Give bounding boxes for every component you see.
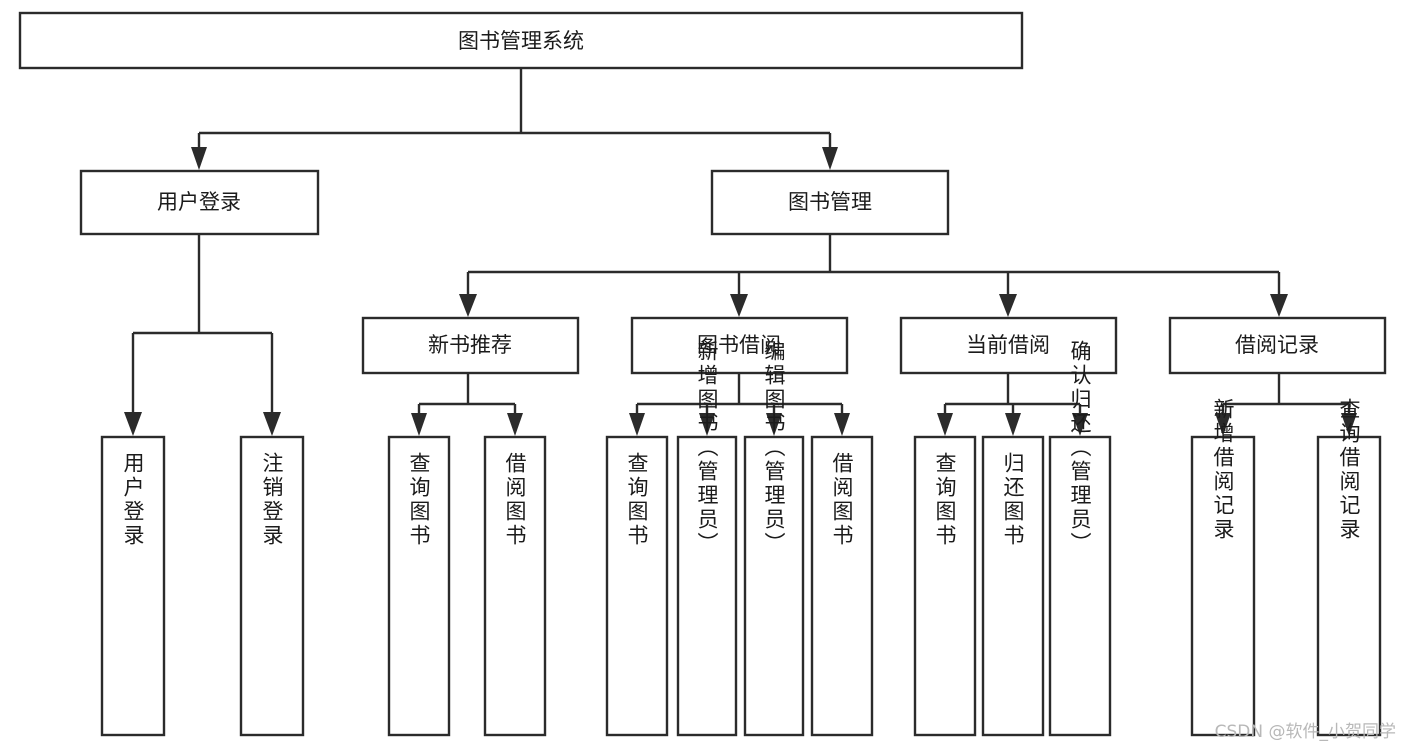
- arrowhead-leaf-add-record: [1215, 413, 1231, 436]
- node-leaf-logout[interactable]: 注销登录: [239, 435, 305, 737]
- node-current-borrow-box[interactable]: [899, 316, 1118, 375]
- node-user-login-box[interactable]: [79, 169, 320, 236]
- node-leaf-query-record-box[interactable]: [1316, 435, 1382, 737]
- connector-layer: [124, 68, 1357, 436]
- arrowhead-leaf-query-record: [1341, 413, 1357, 436]
- node-borrow-record-label: 借阅记录: [1235, 333, 1319, 357]
- node-leaf-user-login[interactable]: 用户登录: [100, 435, 166, 737]
- node-root-label: 图书管理系统: [458, 29, 584, 53]
- node-book-borrow-box[interactable]: [630, 316, 849, 375]
- node-leaf-logout-label: 注销登录: [260, 452, 284, 548]
- node-current-borrow[interactable]: 当前借阅: [899, 316, 1118, 375]
- node-new-book-rec[interactable]: 新书推荐: [361, 316, 580, 375]
- arrowhead-borrow-record: [1270, 294, 1288, 317]
- node-leaf-return-book-label: 归还图书: [1001, 452, 1025, 548]
- arrowhead-leaf-borrow-book-2: [834, 413, 850, 436]
- node-new-book-rec-label: 新书推荐: [428, 333, 512, 357]
- arrowhead-book-borrow: [730, 294, 748, 317]
- node-book-borrow-label: 图书借阅: [697, 333, 781, 357]
- watermark: CSDN @软件_小贺同学: [1215, 722, 1396, 742]
- node-root-box[interactable]: [18, 11, 1024, 70]
- node-leaf-add-record-box[interactable]: [1190, 435, 1256, 737]
- node-leaf-query-book-3[interactable]: 查询图书: [913, 435, 977, 737]
- node-book-manage-label: 图书管理: [788, 190, 872, 214]
- node-leaf-borrow-book-2-label: 借阅图书: [830, 452, 854, 548]
- node-book-borrow[interactable]: 图书借阅: [630, 316, 849, 375]
- arrowhead-leaf-query-book-3: [937, 413, 953, 436]
- arrowhead-new-book-rec: [459, 294, 477, 317]
- arrowhead-leaf-edit-book: [766, 413, 782, 436]
- node-leaf-query-record[interactable]: 查询借阅记录: [1316, 398, 1382, 737]
- node-leaf-query-book-2-label: 查询图书: [625, 452, 649, 548]
- node-leaf-query-book-2-box[interactable]: [605, 435, 669, 737]
- node-leaf-borrow-book-2[interactable]: 借阅图书: [810, 435, 874, 737]
- node-leaf-add-record[interactable]: 新增借阅记录: [1190, 398, 1256, 737]
- node-leaf-add-book-box[interactable]: [676, 435, 738, 737]
- node-leaf-edit-book-label: 编辑图书（管理员）: [762, 340, 786, 556]
- node-leaf-borrow-book-1-box[interactable]: [483, 435, 547, 737]
- node-leaf-logout-box[interactable]: [239, 435, 305, 737]
- node-root[interactable]: 图书管理系统: [18, 11, 1024, 70]
- node-leaf-query-book-1[interactable]: 查询图书: [387, 435, 451, 737]
- node-leaf-query-book-3-label: 查询图书: [933, 452, 957, 548]
- node-leaf-return-book[interactable]: 归还图书: [981, 435, 1045, 737]
- node-user-login[interactable]: 用户登录: [79, 169, 320, 236]
- node-leaf-borrow-book-1-label: 借阅图书: [503, 452, 527, 548]
- node-leaf-edit-book-box[interactable]: [743, 435, 805, 737]
- arrowhead-user-login: [191, 147, 207, 170]
- arrowhead-book-manage: [822, 147, 838, 170]
- node-current-borrow-label: 当前借阅: [966, 333, 1050, 357]
- node-leaf-query-record-label: 查询借阅记录: [1337, 398, 1361, 542]
- arrowhead-leaf-logout: [263, 412, 281, 436]
- arrowhead-leaf-query-book-1: [411, 413, 427, 436]
- node-book-manage-box[interactable]: [710, 169, 950, 236]
- node-leaf-user-login-box[interactable]: [100, 435, 166, 737]
- node-new-book-rec-box[interactable]: [361, 316, 580, 375]
- node-leaf-add-book[interactable]: 新增图书（管理员）: [676, 340, 738, 737]
- node-leaf-query-book-2[interactable]: 查询图书: [605, 435, 669, 737]
- node-leaf-query-book-1-label: 查询图书: [407, 452, 431, 548]
- arrowhead-leaf-confirm-return: [1072, 413, 1088, 436]
- node-leaf-query-book-1-box[interactable]: [387, 435, 451, 737]
- node-borrow-record[interactable]: 借阅记录: [1168, 316, 1387, 375]
- node-leaf-return-book-box[interactable]: [981, 435, 1045, 737]
- node-leaf-borrow-book-1[interactable]: 借阅图书: [483, 435, 547, 737]
- node-book-manage[interactable]: 图书管理: [710, 169, 950, 236]
- node-leaf-user-login-label: 用户登录: [121, 452, 145, 548]
- arrowhead-leaf-user-login: [124, 412, 142, 436]
- node-leaf-add-record-label: 新增借阅记录: [1211, 398, 1235, 542]
- node-leaf-confirm-return-box[interactable]: [1048, 435, 1112, 737]
- node-user-login-label: 用户登录: [157, 190, 241, 214]
- arrowhead-leaf-return-book: [1005, 413, 1021, 436]
- node-leaf-edit-book[interactable]: 编辑图书（管理员）: [743, 340, 805, 737]
- node-leaf-confirm-return[interactable]: 确认归还（管理员）: [1048, 340, 1112, 737]
- arrowhead-leaf-add-book: [699, 413, 715, 436]
- arrowhead-leaf-query-book-2: [629, 413, 645, 436]
- node-leaf-query-book-3-box[interactable]: [913, 435, 977, 737]
- arrowhead-current-borrow: [999, 294, 1017, 317]
- arrowhead-leaf-borrow-book-1: [507, 413, 523, 436]
- node-leaf-add-book-label: 新增图书（管理员）: [695, 340, 719, 556]
- node-leaf-borrow-book-2-box[interactable]: [810, 435, 874, 737]
- node-leaf-confirm-return-label: 确认归还（管理员）: [1068, 340, 1092, 556]
- node-borrow-record-box[interactable]: [1168, 316, 1387, 375]
